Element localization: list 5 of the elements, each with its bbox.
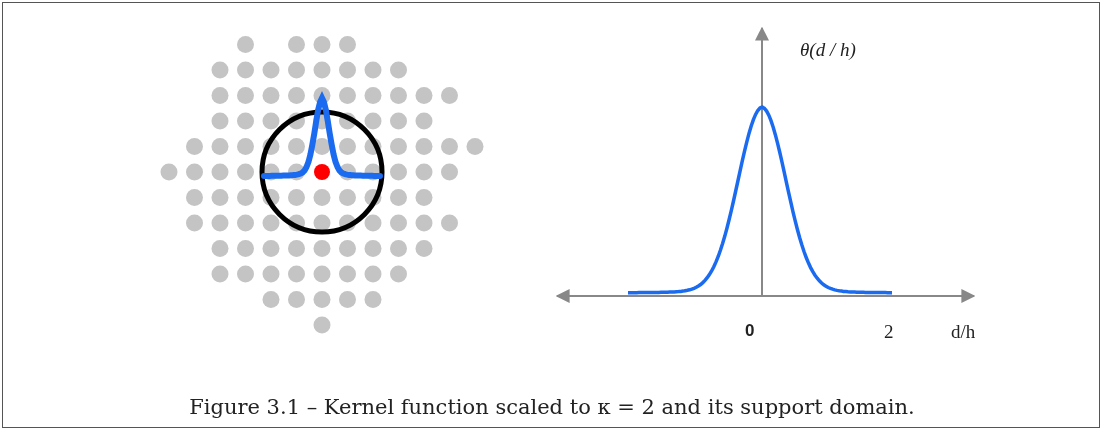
axis-label: θ(d / h) — [800, 40, 856, 59]
tick-label: 0 — [745, 322, 755, 339]
figure-caption: Figure 3.1 – Kernel function scaled to κ = 2 and its support domain. — [188, 397, 916, 418]
axis-label: d/h — [951, 322, 976, 341]
tick-label: 2 — [884, 322, 894, 341]
